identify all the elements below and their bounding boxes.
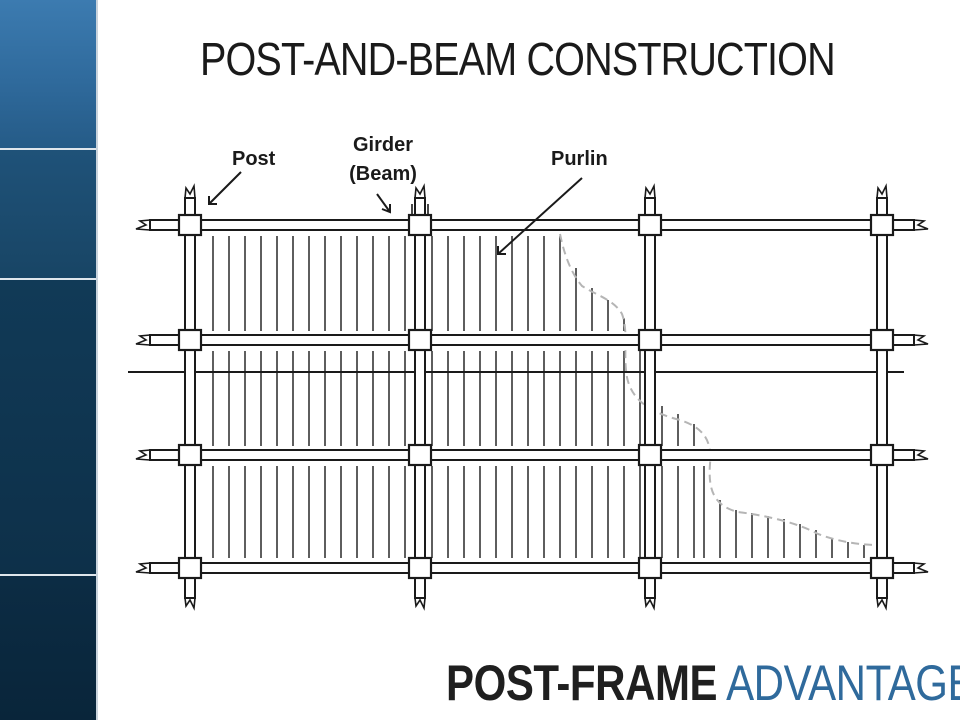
arrow-purlin [497, 177, 583, 255]
beam-break-end [913, 449, 929, 461]
connector-block [407, 213, 433, 237]
arrowhead-icon [381, 204, 391, 214]
connectors [177, 213, 895, 580]
connector-block [637, 213, 663, 237]
sidebar-band [0, 280, 98, 574]
beam-break-end [913, 562, 929, 574]
girder-beam [149, 334, 915, 346]
beam-break-end [135, 334, 151, 346]
label-girder-line2: (Beam) [349, 163, 417, 185]
girder-beam [149, 219, 915, 231]
connector-block [177, 328, 203, 352]
sidebar-divider [0, 574, 98, 576]
posts [184, 183, 888, 611]
beam-break-end [135, 219, 151, 231]
connector-block [869, 443, 895, 467]
beam-break-end [913, 334, 929, 346]
girder-beam [149, 562, 915, 574]
connector-block [637, 328, 663, 352]
connector-block [177, 443, 203, 467]
connector-block [177, 556, 203, 580]
beam-break-end [913, 219, 929, 231]
connector-block [177, 213, 203, 237]
post-column [414, 197, 426, 599]
post-break-end [876, 183, 888, 199]
brand-logo: POST-FRAME ADVANTAGE [446, 658, 960, 708]
connector-block [407, 443, 433, 467]
beam-break-end [135, 562, 151, 574]
arrow-girder [376, 193, 391, 213]
post-break-end [414, 183, 426, 199]
arrowhead-icon [497, 246, 506, 255]
sidebar-divider [0, 278, 98, 280]
connector-block [637, 556, 663, 580]
connector-block [869, 328, 895, 352]
sidebar-band [0, 150, 98, 278]
post-column [644, 197, 656, 599]
post-break-end [184, 597, 196, 611]
label-post: Post [232, 148, 276, 170]
post-break-end [414, 597, 426, 611]
brand-primary: POST-FRAME [446, 655, 718, 711]
beams [135, 219, 929, 574]
post-break-end [184, 183, 196, 199]
sidebar-divider [0, 148, 98, 150]
sidebar-band [0, 0, 98, 148]
page-title: POST-AND-BEAM CONSTRUCTION [200, 33, 836, 85]
sidebar-decoration [0, 0, 98, 720]
connector-block [869, 213, 895, 237]
connector-block [407, 328, 433, 352]
post-break-end [644, 597, 656, 611]
label-girder-line1: Girder [353, 134, 413, 156]
beam-break-end [135, 449, 151, 461]
girder-beam [149, 449, 915, 461]
sidebar-band [0, 576, 98, 720]
connector-block [407, 556, 433, 580]
sidebar-edge [96, 0, 98, 720]
post-column [184, 197, 196, 599]
brand-secondary: ADVANTAGE [726, 655, 960, 711]
post-break-end [876, 597, 888, 611]
post-column [876, 197, 888, 599]
purlins [212, 236, 865, 558]
arrow-post [208, 171, 242, 205]
connector-block [637, 443, 663, 467]
connector-block [869, 556, 895, 580]
label-purlin: Purlin [551, 148, 608, 170]
post-break-end [644, 183, 656, 199]
arrowhead-icon [208, 196, 217, 205]
